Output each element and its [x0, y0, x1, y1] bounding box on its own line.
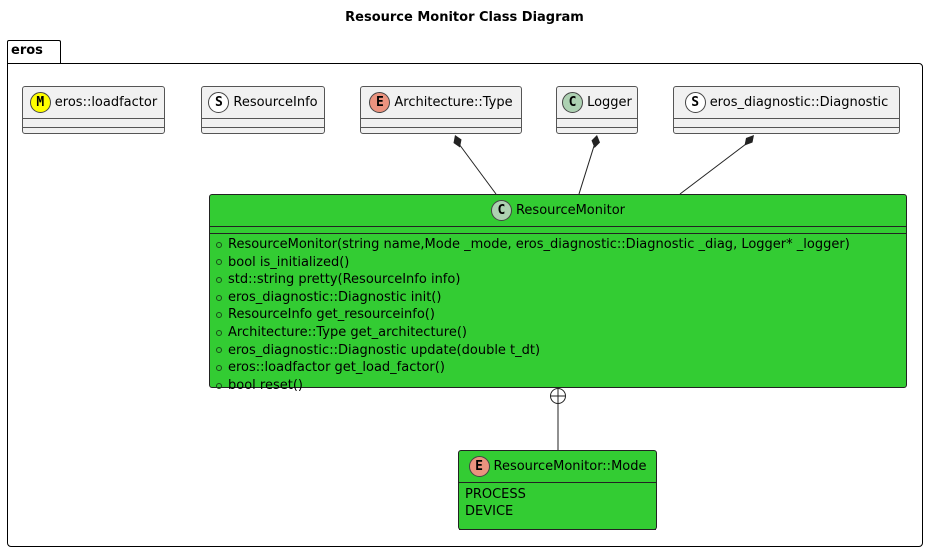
public-visibility-icon: [216, 347, 222, 354]
public-visibility-icon: [216, 241, 222, 248]
package-label: eros: [11, 43, 43, 58]
enum-value: DEVICE: [465, 504, 514, 519]
diagram-title: Resource Monitor Class Diagram: [345, 10, 584, 25]
class-name: Architecture::Type: [394, 95, 513, 110]
class-name: eros::loadfactor: [54, 95, 158, 110]
public-visibility-icon: [216, 364, 222, 371]
method-item: ResourceInfo get_resourceinfo(): [210, 306, 906, 324]
class-name: eros_diagnostic::Diagnostic: [709, 95, 889, 110]
class-stereotype-icon: C: [490, 200, 512, 221]
class-name: ResourceInfo: [233, 95, 318, 110]
composition-diagnostic: [679, 135, 754, 195]
class-loadfactor[interactable]: M eros::loadfactor: [22, 86, 165, 134]
nested-mode-link: [550, 388, 566, 450]
macro-stereotype-icon: M: [29, 92, 51, 113]
class-resourceinfo[interactable]: S ResourceInfo: [201, 86, 325, 134]
enum-stereotype-icon: E: [369, 92, 391, 113]
method-signature: Architecture::Type get_architecture(): [228, 324, 467, 340]
public-visibility-icon: [216, 276, 222, 283]
method-item: bool is_initialized(): [210, 254, 906, 272]
method-signature: std::string pretty(ResourceInfo info): [228, 272, 461, 288]
method-item: ResourceMonitor(string name,Mode _mode, …: [210, 236, 906, 254]
method-signature: ResourceMonitor(string name,Mode _mode, …: [228, 237, 850, 252]
class-resource-monitor[interactable]: C ResourceMonitor ResourceMonitor(string…: [209, 194, 907, 393]
composition-diamond-icon: [453, 135, 462, 148]
public-visibility-icon: [216, 329, 222, 336]
public-visibility-icon: [216, 259, 222, 266]
class-name: ResourceMonitor: [515, 203, 626, 218]
enum-value: PROCESS: [465, 487, 526, 502]
method-item: eros::loadfactor get_load_factor(): [210, 359, 906, 377]
method-list: ResourceMonitor(string name,Mode _mode, …: [210, 233, 906, 398]
method-signature: eros_diagnostic::Diagnostic init(): [228, 289, 442, 305]
class-stereotype-icon: C: [562, 92, 584, 113]
method-item: eros_diagnostic::Diagnostic update(doubl…: [210, 342, 906, 360]
struct-stereotype-icon: S: [684, 92, 706, 113]
package-frame: [7, 63, 923, 547]
class-name: Logger: [587, 95, 632, 110]
public-visibility-icon: [216, 294, 222, 301]
method-signature: eros::loadfactor get_load_factor(): [228, 360, 445, 376]
class-name: ResourceMonitor::Mode: [493, 459, 647, 474]
method-signature: ResourceInfo get_resourceinfo(): [228, 307, 435, 323]
public-visibility-icon: [216, 382, 222, 389]
method-item: bool reset(): [210, 377, 906, 395]
method-item: std::string pretty(ResourceInfo info): [210, 271, 906, 289]
enum-resource-monitor-mode[interactable]: E ResourceMonitor::Mode PROCESS DEVICE: [458, 450, 657, 530]
enum-stereotype-icon: E: [468, 456, 490, 477]
method-signature: bool is_initialized(): [228, 254, 350, 270]
enum-value-list: PROCESS DEVICE: [459, 482, 656, 524]
class-logger[interactable]: C Logger: [556, 86, 638, 134]
composition-diamond-icon: [744, 135, 754, 146]
composition-logger: [578, 135, 600, 195]
class-architecture-type[interactable]: E Architecture::Type: [360, 86, 522, 134]
class-diagnostic[interactable]: S eros_diagnostic::Diagnostic: [673, 86, 900, 134]
package-tab: [7, 40, 61, 64]
method-signature: bool reset(): [228, 377, 303, 393]
composition-architecture-type: [453, 135, 497, 195]
struct-stereotype-icon: S: [208, 92, 230, 113]
method-signature: eros_diagnostic::Diagnostic update(doubl…: [228, 342, 541, 358]
method-item: eros_diagnostic::Diagnostic init(): [210, 289, 906, 307]
composition-diamond-icon: [591, 135, 600, 148]
method-item: Architecture::Type get_architecture(): [210, 324, 906, 342]
public-visibility-icon: [216, 312, 222, 319]
